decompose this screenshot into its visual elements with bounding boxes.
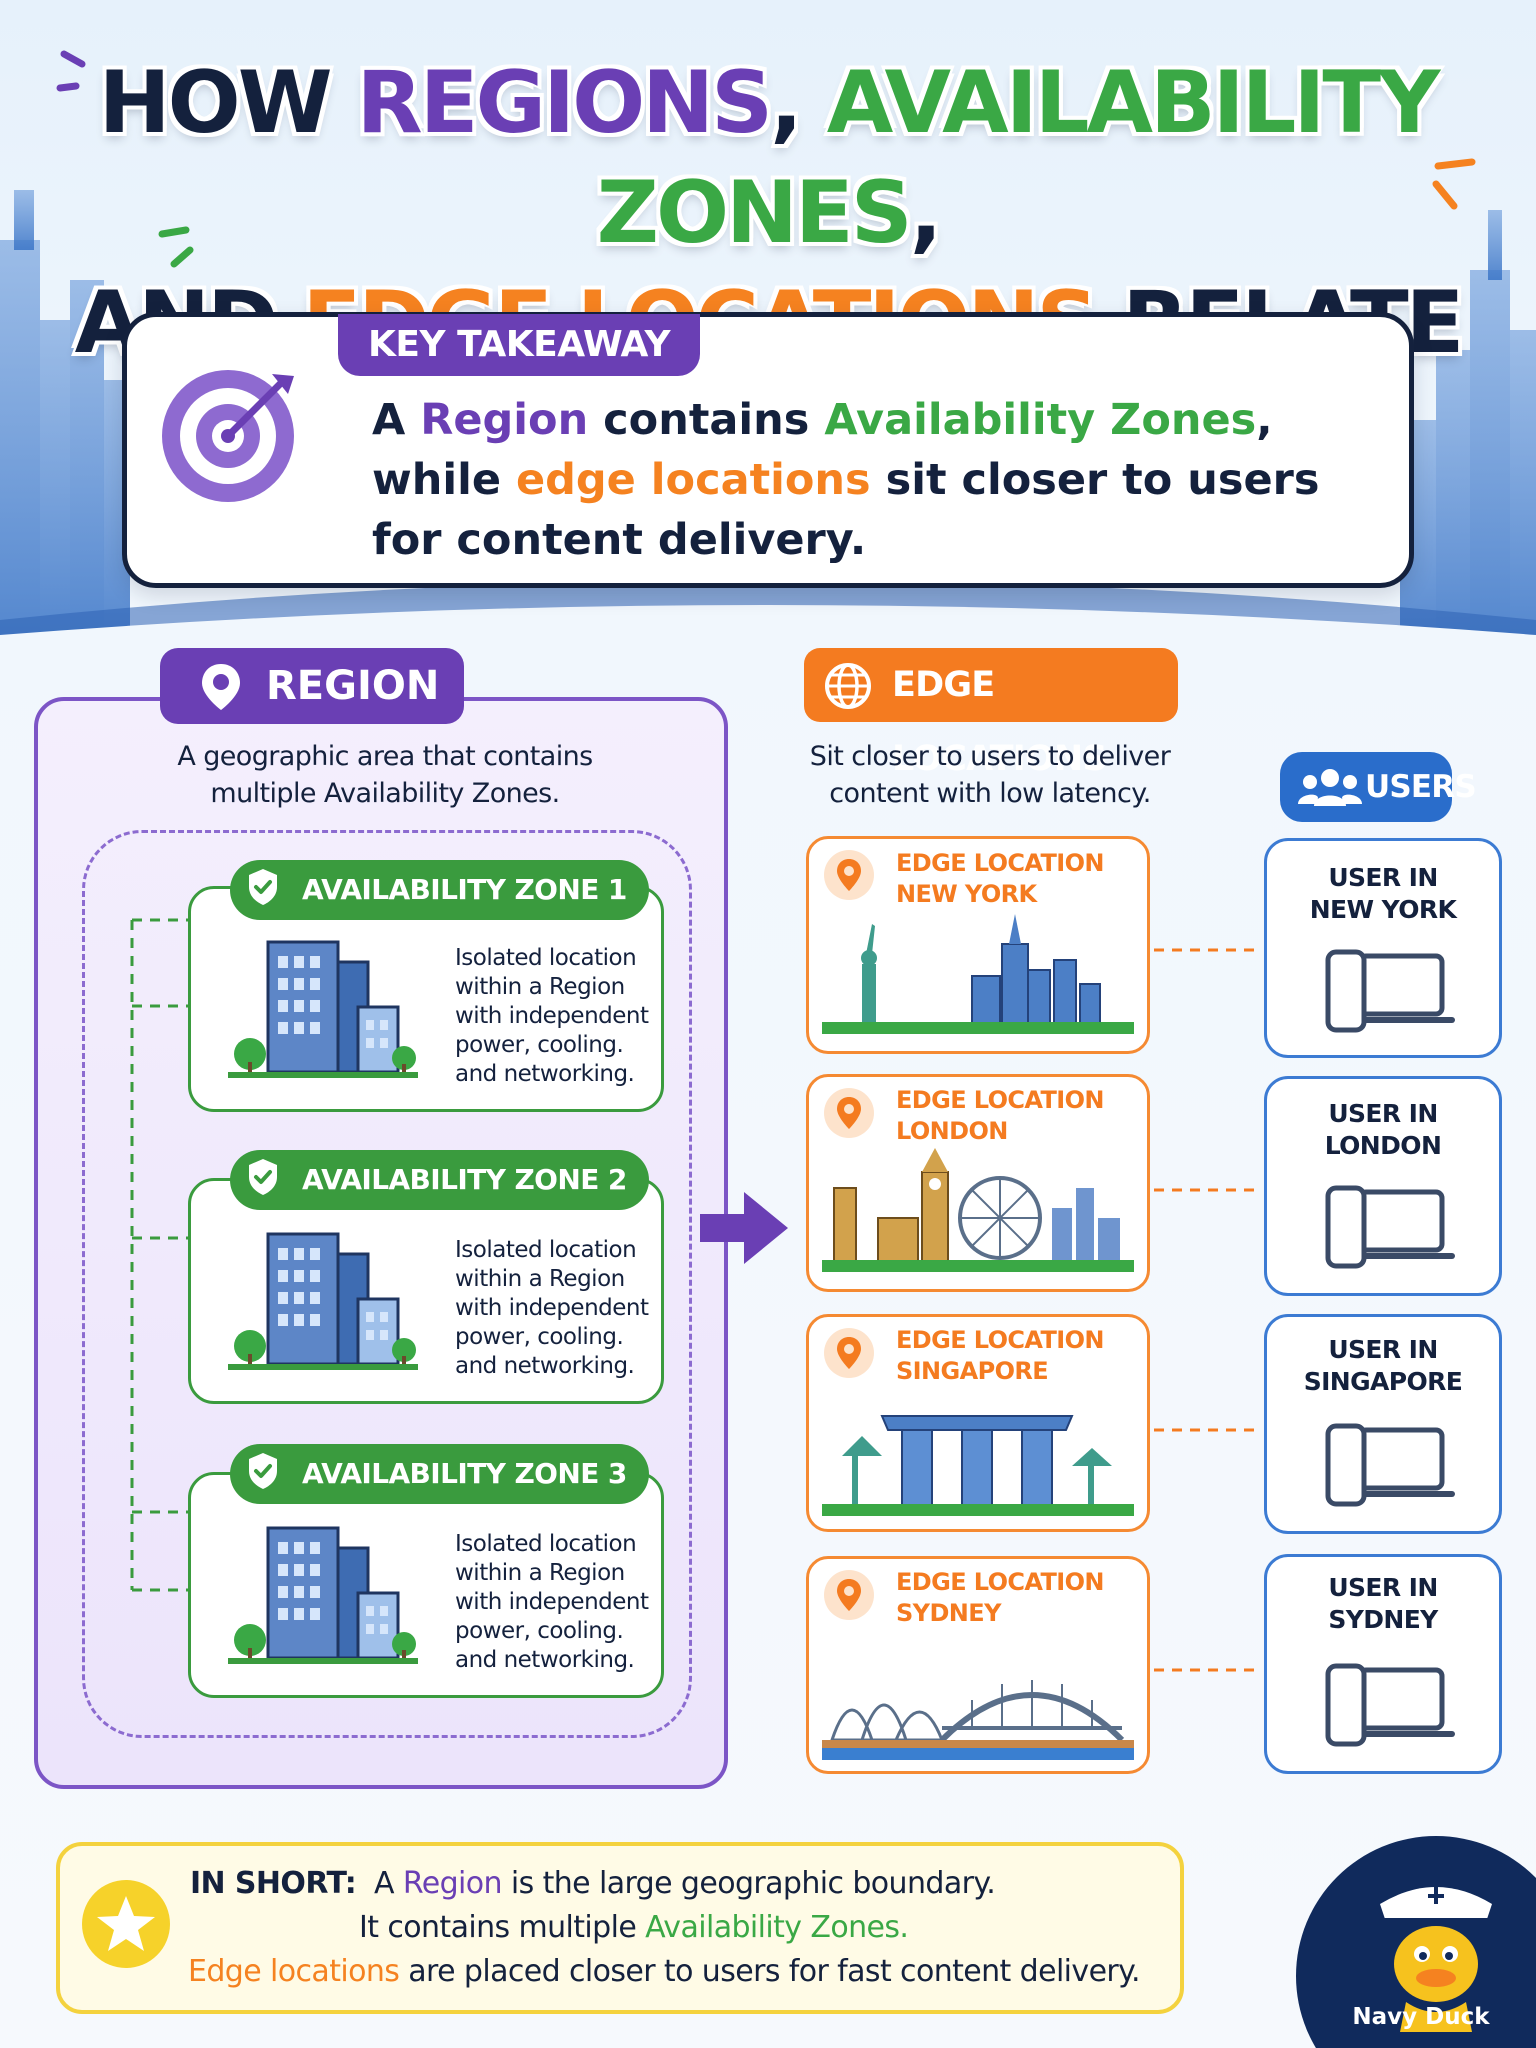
summary-text: IN SHORT: A Region is the large geograph… [188,1866,1141,1989]
key-takeaway-card [122,312,1414,588]
shield-check-icon [249,1453,277,1489]
new-york-skyline-illustration [822,914,1134,1034]
arrow-right-icon [700,1192,788,1264]
az-connector-lines [130,918,188,1592]
devices-icon [1325,1185,1455,1269]
datacenter-building-icon [228,940,418,1078]
key-takeaway-badge: KEY TAKEAWAY [338,314,701,376]
shield-check-icon [249,1159,277,1195]
users-badge: USERS [1280,752,1477,822]
location-pin-icon [824,850,874,900]
region-description: A geographic area that contains multiple… [177,741,593,809]
sydney-skyline-illustration [822,1680,1134,1760]
location-pin-icon [824,1570,874,1620]
summary-card [56,1842,1184,2014]
availability-zone-badge: AVAILABILITY ZONE 3 [230,1444,649,1504]
users-group-icon [1298,769,1362,806]
spark-decoration [158,226,194,268]
user-card [1264,1314,1502,1534]
availability-zone-badge: AVAILABILITY ZONE 2 [230,1150,649,1210]
region-boundary [82,830,692,1738]
spark-decoration [56,50,86,92]
location-pin-icon [202,664,240,710]
availability-zone-badge: AVAILABILITY ZONE 1 [230,860,649,920]
edge-locations-badge: EDGE LOCATIONS [804,648,1178,779]
location-pin-icon [824,1088,874,1138]
edge-locations-description: Sit closer to users to deliver content w… [809,741,1171,809]
spark-decoration [1432,158,1476,210]
star-icon [82,1880,170,1968]
shield-check-icon [249,869,277,905]
globe-icon [825,663,871,709]
edge-to-user-connectors [1154,948,1262,1672]
user-card [1264,1076,1502,1296]
key-takeaway-text: A Region contains Availability Zones, wh… [372,395,1320,565]
devices-icon [1325,1423,1455,1507]
target-icon [162,370,294,502]
skyline-background [0,190,1536,650]
devices-icon [1325,1663,1455,1747]
devices-icon [1325,949,1455,1033]
navy-duck-mascot [1296,1836,1536,2048]
location-pin-icon [824,1328,874,1378]
singapore-skyline-illustration [822,1415,1134,1516]
datacenter-building-icon [228,1526,418,1664]
mascot-name: Navy Duck [1352,2004,1490,2030]
datacenter-building-icon [228,1232,418,1370]
london-skyline-illustration [822,1148,1134,1272]
user-card [1264,1554,1502,1774]
